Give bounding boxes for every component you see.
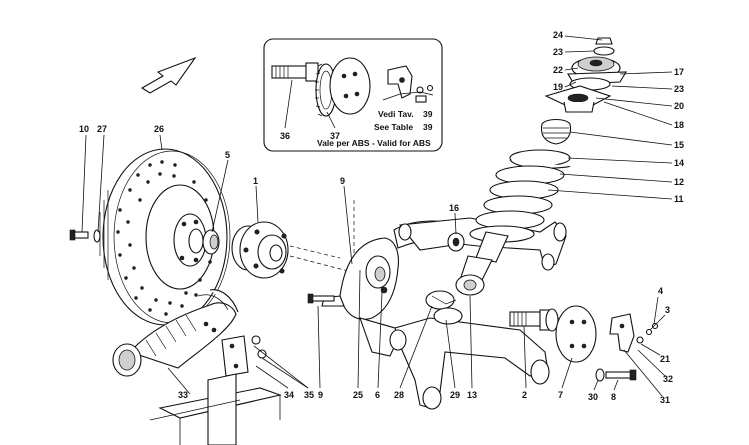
callout-29: 29 — [450, 390, 460, 400]
callout-16: 16 — [449, 203, 459, 213]
inset-ref-line2-label: See Table — [374, 122, 413, 132]
drive-shaft — [509, 308, 559, 332]
bolt-8 — [595, 368, 637, 382]
callout-1: 1 — [253, 176, 258, 186]
callout-32: 32 — [663, 374, 673, 384]
callout-23-right: 23 — [674, 84, 684, 94]
callout-23-top: 23 — [553, 47, 563, 57]
callout-10: 10 — [79, 124, 89, 134]
callout-8: 8 — [611, 392, 616, 402]
inset-ref-line2-value: 39 — [423, 122, 433, 132]
callout-9-upper: 9 — [340, 176, 345, 186]
callout-3: 3 — [665, 305, 670, 315]
callout-17: 17 — [674, 67, 684, 77]
brake-disc — [99, 148, 231, 326]
sensor-bracket — [609, 313, 659, 353]
direction-arrow-icon — [140, 56, 197, 94]
lower-wishbone — [389, 317, 550, 410]
callout-13: 13 — [467, 390, 477, 400]
callout-4: 4 — [658, 286, 663, 296]
callout-33: 33 — [178, 390, 188, 400]
bolt-10 — [69, 229, 101, 243]
chassis-frame — [149, 373, 282, 445]
callout-19: 19 — [553, 82, 563, 92]
callout-28: 28 — [394, 390, 404, 400]
leader-lines — [81, 35, 673, 397]
wheel-hub — [231, 221, 289, 279]
duct-bracket — [221, 335, 267, 377]
inset-abs-note: Vale per ABS - Valid for ABS — [317, 138, 431, 148]
inset-sensor-bracket — [387, 65, 434, 103]
callout-6: 6 — [375, 390, 380, 400]
callout-18: 18 — [674, 120, 684, 130]
hub-bearing — [202, 229, 220, 255]
callout-22: 22 — [553, 65, 563, 75]
callout-7: 7 — [558, 390, 563, 400]
callout-35: 35 — [304, 390, 314, 400]
inset-disk-plate — [329, 57, 371, 115]
callout-37: 37 — [330, 131, 340, 141]
inset-ref-line1-value: 39 — [423, 109, 433, 119]
inset-shaft — [271, 62, 319, 82]
callout-34: 34 — [284, 390, 294, 400]
callout-21: 21 — [660, 354, 670, 364]
abs-inset: Vedi Tav. 39 See Table 39 Vale per ABS -… — [263, 38, 443, 152]
abs-plate — [555, 305, 597, 363]
callout-24: 24 — [553, 30, 563, 40]
callout-12: 12 — [674, 177, 684, 187]
callout-27: 27 — [97, 124, 107, 134]
callouts: 24 23 22 19 17 23 20 18 15 14 12 11 16 1… — [79, 30, 684, 405]
callout-30: 30 — [588, 392, 598, 402]
shock-absorber — [425, 37, 627, 325]
callout-26: 26 — [154, 124, 164, 134]
callout-11: 11 — [674, 194, 684, 204]
callout-31: 31 — [660, 395, 670, 405]
callout-15: 15 — [674, 140, 684, 150]
callout-25: 25 — [353, 390, 363, 400]
callout-9-lower: 9 — [318, 390, 323, 400]
callout-20: 20 — [674, 101, 684, 111]
callout-14: 14 — [674, 158, 684, 168]
callout-2: 2 — [522, 390, 527, 400]
callout-36: 36 — [280, 131, 290, 141]
bolt-9-lower — [307, 293, 335, 304]
callout-5: 5 — [225, 150, 230, 160]
cooling-duct — [112, 289, 239, 377]
inset-ref-line1-label: Vedi Tav. — [378, 109, 414, 119]
